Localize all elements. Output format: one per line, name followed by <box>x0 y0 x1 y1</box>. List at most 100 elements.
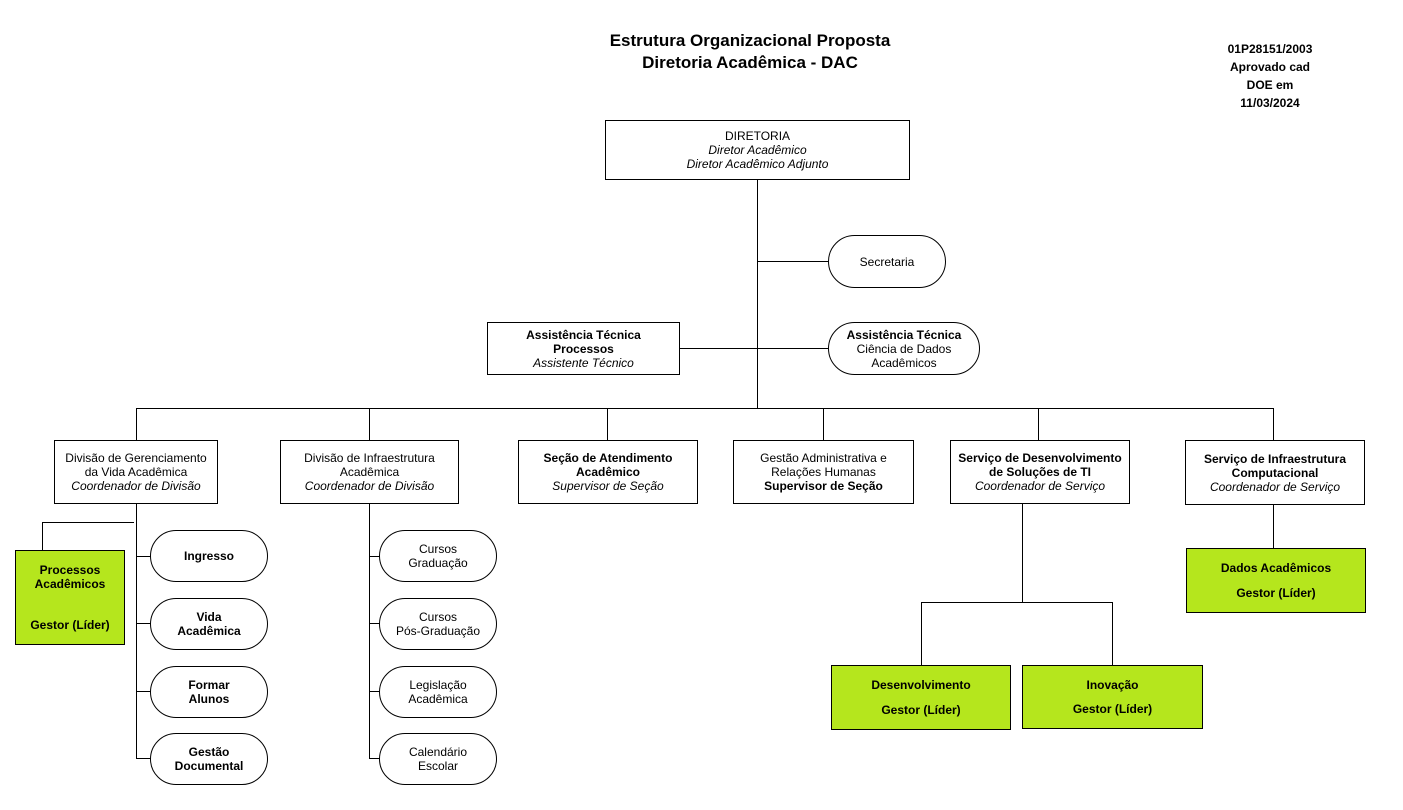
unit-infra-comp-line-1: Serviço de Infraestrutura <box>1203 451 1347 466</box>
connector-gestao-doc <box>136 758 151 759</box>
connector-assistencias <box>679 348 828 349</box>
gestao-doc-line-2: Documental <box>174 759 244 773</box>
unit-gestao-adm-line-2: Relações Humanas <box>771 465 876 479</box>
legislacao-line-1: Legislação <box>409 678 467 692</box>
connector-ingresso <box>136 556 151 557</box>
legislacao-line-2: Acadêmica <box>408 692 468 706</box>
vida-academica-line-1: Vida <box>196 610 222 624</box>
connector-infracomp-down <box>1273 504 1274 549</box>
desenvolvimento-role: Gestor (Líder) <box>881 703 961 717</box>
assist-processos-line-1: Assistência Técnica <box>526 327 641 342</box>
dados-academicos-role: Gestor (Líder) <box>1236 586 1316 600</box>
chart-title: Estrutura Organizacional Proposta Direto… <box>540 30 960 74</box>
connector-unit-vida <box>136 408 137 440</box>
connector-devti-horizontal <box>921 602 1113 603</box>
connector-vida-horizontal <box>42 522 134 523</box>
assist-dados-line-1: Assistência Técnica <box>846 327 962 342</box>
calendario-box[interactable]: Calendário Escolar <box>379 733 497 785</box>
title-line-2: Diretoria Acadêmica - DAC <box>642 53 858 72</box>
connector-calendario <box>369 758 380 759</box>
assist-dados-line-3: Acadêmicos <box>871 355 937 370</box>
approval-line-4: 11/03/2024 <box>1240 96 1300 110</box>
pos-line-1: Cursos <box>418 610 457 624</box>
connector-main-vertical <box>757 179 758 408</box>
processos-line-2: Acadêmicos <box>34 577 106 591</box>
unit-vida-role: Coordenador de Divisão <box>71 479 201 493</box>
inovacao-box[interactable]: Inovação Gestor (Líder) <box>1022 665 1203 729</box>
connector-desenvolvimento <box>921 602 922 665</box>
connector-unit-atendimento <box>607 408 608 440</box>
unit-gestao-adm-role: Supervisor de Seção <box>764 479 883 493</box>
approval-note: 01P28151/2003 Aprovado cad DOE em 11/03/… <box>1190 40 1350 112</box>
formar-alunos-box[interactable]: Formar Alunos <box>150 666 268 718</box>
ingresso-line-1: Ingresso <box>183 549 234 563</box>
unit-vida-line-2: da Vida Acadêmica <box>84 465 188 479</box>
title-line-1: Estrutura Organizacional Proposta <box>609 31 891 50</box>
connector-unit-gestao-adm <box>823 408 824 440</box>
legislacao-box[interactable]: Legislação Acadêmica <box>379 666 497 718</box>
unit-dev-ti-line-1: Serviço de Desenvolvimento <box>958 451 1122 465</box>
desenvolvimento-name: Desenvolvimento <box>871 678 971 692</box>
approval-line-1: 01P28151/2003 <box>1227 42 1313 56</box>
diretoria-role-1: Diretor Acadêmico <box>708 143 807 157</box>
calendario-line-1: Calendário <box>408 745 468 759</box>
unit-dev-ti-box[interactable]: Serviço de Desenvolvimento de Soluções d… <box>950 440 1130 504</box>
formar-line-2: Alunos <box>188 692 230 706</box>
connector-formar <box>136 691 151 692</box>
inovacao-role: Gestor (Líder) <box>1072 702 1153 716</box>
cursos-graduacao-box[interactable]: Cursos Graduação <box>379 530 497 582</box>
approval-line-2: Aprovado cad <box>1229 60 1310 74</box>
inovacao-name: Inovação <box>1086 678 1139 692</box>
connector-devti-down <box>1022 503 1023 602</box>
calendario-line-2: Escolar <box>417 759 458 773</box>
connector-graduacao <box>369 556 380 557</box>
unit-vida-line-1: Divisão de Gerenciamento <box>65 451 207 465</box>
connector-processos-down <box>42 522 43 550</box>
unit-infra-acad-box[interactable]: Divisão de Infraestrutura Acadêmica Coor… <box>280 440 459 504</box>
vida-academica-box[interactable]: Vida Acadêmica <box>150 598 268 650</box>
unit-gestao-adm-box[interactable]: Gestão Administrativa e Relações Humanas… <box>733 440 914 504</box>
cursos-pos-box[interactable]: Cursos Pós-Graduação <box>379 598 497 650</box>
assist-processos-box[interactable]: Assistência Técnica Processos Assistente… <box>487 322 680 375</box>
unit-dev-ti-role: Coordenador de Serviço <box>974 479 1106 493</box>
unit-gestao-adm-line-1: Gestão Administrativa e <box>760 451 887 465</box>
secretaria-box[interactable]: Secretaria <box>828 235 946 288</box>
gestao-doc-line-1: Gestão <box>188 745 230 759</box>
unit-infra-acad-role: Coordenador de Divisão <box>304 479 435 493</box>
pos-line-2: Pós-Graduação <box>395 624 481 638</box>
unit-infra-acad-line-1: Divisão de Infraestrutura <box>304 451 435 465</box>
desenvolvimento-box[interactable]: Desenvolvimento Gestor (Líder) <box>831 665 1011 730</box>
assist-processos-role: Assistente Técnico <box>533 355 634 370</box>
unit-dev-ti-line-2: de Soluções de TI <box>988 465 1092 479</box>
gestao-documental-box[interactable]: Gestão Documental <box>150 733 268 785</box>
unit-infra-acad-line-2: Acadêmica <box>339 465 400 479</box>
dados-academicos-box[interactable]: Dados Acadêmicos Gestor (Líder) <box>1186 548 1366 613</box>
unit-atendimento-line-1: Seção de Atendimento <box>543 451 673 465</box>
unit-infra-comp-box[interactable]: Serviço de Infraestrutura Computacional … <box>1185 440 1365 505</box>
unit-atendimento-box[interactable]: Seção de Atendimento Acadêmico Superviso… <box>518 440 698 504</box>
connector-unit-infra-comp <box>1273 408 1274 440</box>
connector-unit-dev-ti <box>1038 408 1039 440</box>
unit-vida-box[interactable]: Divisão de Gerenciamento da Vida Acadêmi… <box>54 440 218 504</box>
diretoria-box[interactable]: DIRETORIA Diretor Acadêmico Diretor Acad… <box>605 120 910 180</box>
ingresso-box[interactable]: Ingresso <box>150 530 268 582</box>
processos-line-1: Processos <box>39 563 101 577</box>
connector-unit-infra-acad <box>369 408 370 440</box>
connector-vida-academica <box>136 623 151 624</box>
connector-pos <box>369 623 380 624</box>
processos-role: Gestor (Líder) <box>30 618 110 632</box>
assist-processos-line-2: Processos <box>553 341 614 356</box>
diretoria-role-2: Diretor Acadêmico Adjunto <box>686 157 829 171</box>
connector-vida-down <box>136 503 137 758</box>
approval-line-3: DOE em <box>1246 78 1294 92</box>
vida-academica-line-2: Acadêmica <box>177 624 241 638</box>
graduacao-line-1: Cursos <box>418 542 457 556</box>
processos-academicos-box[interactable]: Processos Acadêmicos Gestor (Líder) <box>15 550 125 645</box>
graduacao-line-2: Graduação <box>408 556 468 570</box>
formar-line-1: Formar <box>188 678 230 692</box>
assist-dados-box[interactable]: Assistência Técnica Ciência de Dados Aca… <box>828 322 980 375</box>
unit-infra-comp-role: Coordenador de Serviço <box>1209 479 1341 494</box>
connector-secretaria <box>757 261 828 262</box>
connector-inovacao <box>1112 602 1113 665</box>
dados-academicos-name: Dados Acadêmicos <box>1220 561 1332 575</box>
